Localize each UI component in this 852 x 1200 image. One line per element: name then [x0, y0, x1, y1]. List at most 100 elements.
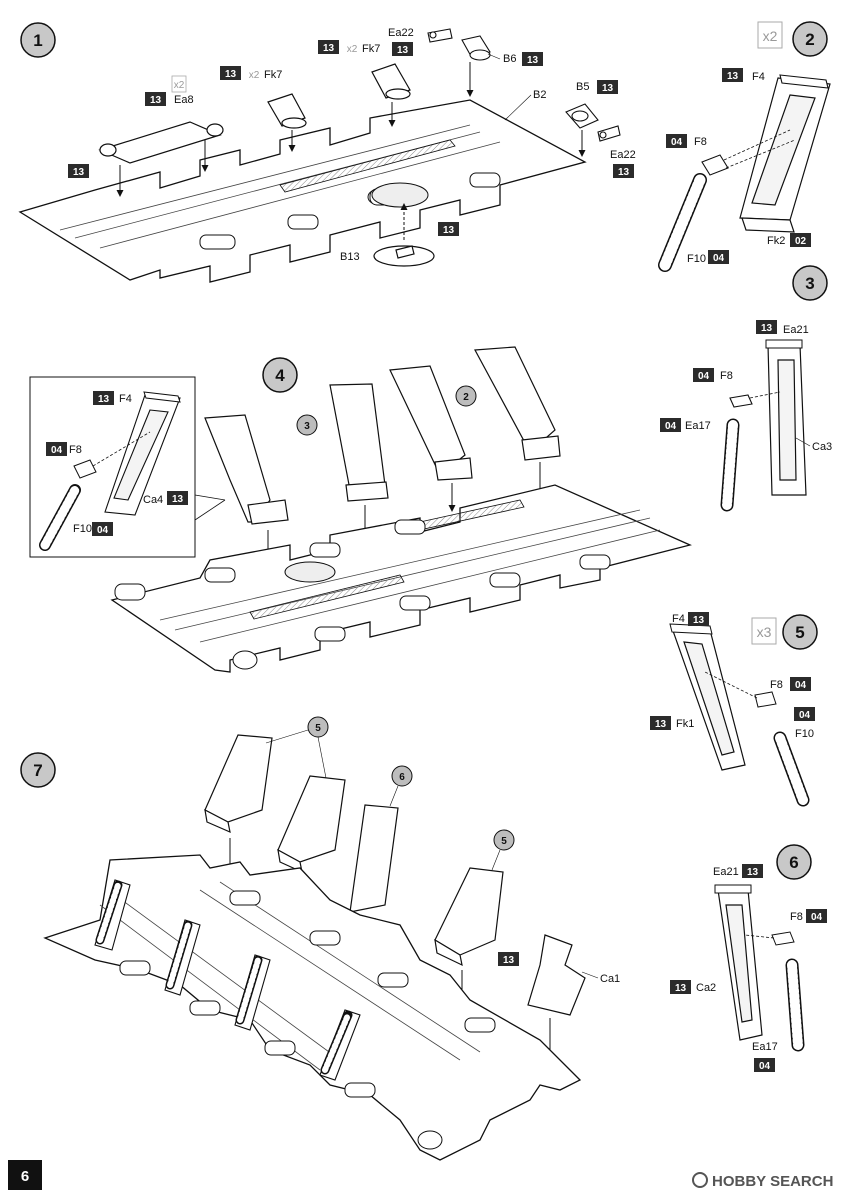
watermark-text: HOBBY SEARCH — [712, 1173, 833, 1190]
tag-13 — [392, 42, 413, 56]
svg-text:04: 04 — [97, 525, 109, 536]
step-2-qty: x2 — [763, 28, 778, 44]
part-f10-spring — [773, 731, 810, 807]
step-4-badge — [262, 357, 298, 393]
svg-text:13: 13 — [655, 719, 667, 730]
part-ca1 — [527, 934, 586, 1016]
tag-13 — [93, 391, 114, 405]
part-f8 — [729, 394, 753, 408]
step-5-badge — [782, 614, 818, 650]
qty-box — [171, 75, 187, 93]
svg-text:13: 13 — [73, 167, 85, 178]
part-ea22-side — [597, 125, 621, 142]
svg-text:04: 04 — [671, 137, 683, 148]
tag-13 — [167, 491, 188, 505]
svg-text:04: 04 — [713, 253, 725, 264]
tag-04 — [660, 418, 681, 432]
seat-back-2b — [474, 346, 561, 461]
label-ea21: Ea21 — [783, 324, 809, 336]
ref-5a: 5 — [315, 723, 321, 734]
step-7: 7 5 6 5 — [20, 716, 620, 1161]
qty-fk7b: x2 — [347, 44, 358, 55]
label-fk1: Fk1 — [676, 718, 694, 730]
tag-04 — [754, 1058, 775, 1072]
ref-circle-6 — [391, 765, 413, 787]
svg-text:13: 13 — [618, 167, 630, 178]
svg-text:04: 04 — [665, 421, 677, 432]
tag-04 — [794, 707, 815, 721]
seat-back-2a — [389, 365, 473, 481]
part-f8 — [73, 459, 97, 479]
label-ea22-side: Ea22 — [610, 149, 636, 161]
svg-text:13: 13 — [98, 394, 110, 405]
tag-13 — [742, 864, 763, 878]
seat-back-ca4 — [204, 414, 289, 525]
svg-text:13: 13 — [675, 983, 687, 994]
step-7-badge — [20, 752, 56, 788]
label-f8: F8 — [720, 370, 733, 382]
label-b13: B13 — [340, 251, 360, 263]
tag-13 — [438, 222, 459, 236]
ref-2: 2 — [463, 392, 469, 403]
svg-text:04: 04 — [51, 445, 63, 456]
svg-text:04: 04 — [811, 912, 823, 923]
tag-13 — [318, 40, 339, 54]
label-ca1: Ca1 — [600, 973, 620, 985]
label-b2: B2 — [533, 89, 546, 101]
step-4: 4 13 F4 04 F8 F10 04 Ca4 13 — [29, 346, 692, 673]
page-number: 6 — [21, 1168, 29, 1185]
ref-circle-3 — [296, 414, 318, 436]
label-f10: F10 — [687, 253, 706, 265]
tag-04 — [693, 368, 714, 382]
part-ea8 — [98, 121, 224, 164]
step-3-number: 3 — [805, 274, 814, 293]
step-5: x3 5 F4 13 F8 04 13 Fk1 04 F10 — [650, 612, 818, 807]
part-ca3 — [767, 344, 807, 496]
base-plate-step7 — [43, 854, 582, 1161]
qty-box — [751, 617, 777, 645]
qty-fk7a: x2 — [249, 70, 260, 81]
svg-text:13: 13 — [323, 43, 335, 54]
step-3: 3 13 Ea21 04 F8 04 Ea17 Ca3 — [660, 265, 832, 512]
tag-13 — [613, 164, 634, 178]
part-ea21 — [714, 884, 752, 894]
tag-13 — [722, 68, 743, 82]
tag-04 — [46, 442, 67, 456]
part-ea21 — [765, 339, 803, 349]
label-fk7-a: Fk7 — [264, 69, 282, 81]
part-b6 — [461, 35, 491, 61]
step-1-number: 1 — [33, 31, 42, 50]
part-ca4 — [104, 394, 181, 516]
part-fk7-a — [267, 93, 307, 129]
label-ea17: Ea17 — [752, 1041, 778, 1053]
tag-13 — [756, 320, 777, 334]
tag-13 — [597, 80, 618, 94]
svg-text:02: 02 — [795, 236, 807, 247]
svg-text:13: 13 — [443, 225, 455, 236]
svg-text:13: 13 — [225, 69, 237, 80]
label-ca2: Ca2 — [696, 982, 716, 994]
step-2: x2 2 13 F4 04 F8 F10 04 Fk2 02 — [658, 21, 831, 272]
part-b5 — [565, 103, 599, 129]
step-1-badge — [20, 22, 56, 58]
tag-04 — [666, 134, 687, 148]
step-1: 1 B2 13 x2 Ea8 13 — [18, 22, 636, 283]
qty-box — [757, 21, 783, 49]
tag-13 — [670, 980, 691, 994]
label-f10: F10 — [795, 728, 814, 740]
label-b6: B6 — [503, 53, 516, 65]
label-f8: F8 — [69, 444, 82, 456]
watermark-logo-icon — [692, 1172, 708, 1188]
svg-text:04: 04 — [799, 710, 811, 721]
svg-text:13: 13 — [602, 83, 614, 94]
seat-back-3 — [329, 383, 389, 502]
ref-3: 3 — [304, 421, 310, 432]
svg-text:13: 13 — [727, 71, 739, 82]
step-3-badge — [792, 265, 828, 301]
label-ea22-top: Ea22 — [388, 27, 414, 39]
svg-text:13: 13 — [527, 55, 539, 66]
svg-text:04: 04 — [759, 1061, 771, 1072]
part-b13 — [373, 245, 435, 267]
svg-text:13: 13 — [693, 615, 705, 626]
tag-13 — [650, 716, 671, 730]
